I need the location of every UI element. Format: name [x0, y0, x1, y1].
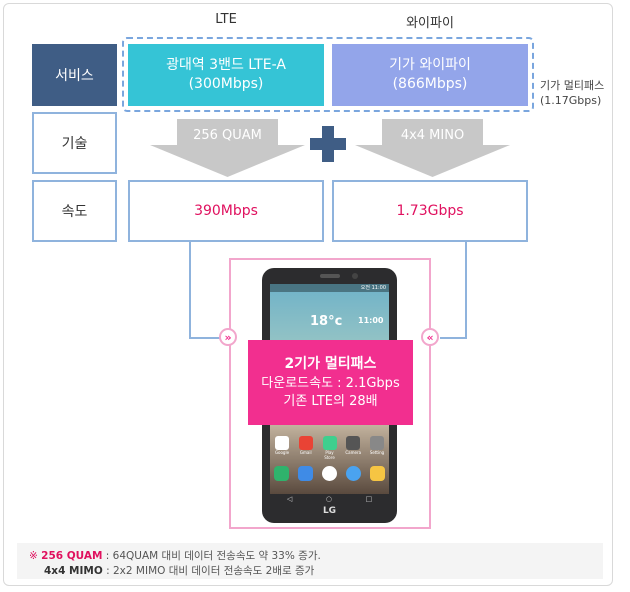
app-row: Google Gmail Play Store Camera Setting — [274, 436, 385, 460]
back-icon[interactable]: ◁ — [286, 495, 293, 503]
multipath-badge: 2기가 멀티패스 다운로드속도 : 2.1Gbps 기존 LTE의 28배 — [248, 340, 413, 425]
app-icon-google[interactable]: Google — [274, 436, 290, 460]
weather-temp: 18°c — [310, 314, 343, 329]
recent-apps-icon[interactable]: □ — [365, 495, 373, 503]
footnote-text-4x4-mimo: : 2x2 MIMO 대비 데이터 전송속도 2배로 증가 — [102, 565, 315, 577]
row-label-speed: 속도 — [32, 180, 117, 242]
front-camera — [352, 273, 358, 279]
badge-title: 2기가 멀티패스 — [284, 355, 377, 372]
footnote-term-256-quam: 256 QUAM — [41, 550, 103, 562]
home-icon[interactable]: ○ — [325, 495, 332, 503]
row-label-service: 서비스 — [32, 44, 117, 106]
dock-row — [274, 466, 385, 481]
double-chevron-right-icon: » — [219, 328, 237, 346]
phone-app-icon[interactable] — [274, 466, 289, 481]
plus-icon — [310, 126, 346, 162]
brand-logo: LG — [322, 506, 337, 516]
service-box-lte: 광대역 3밴드 LTE-A (300Mbps) — [128, 44, 324, 106]
status-bar: 오전 11:00 — [270, 284, 389, 292]
tech-label-wifi: 4x4 MINO — [400, 128, 465, 143]
badge-download-speed: 다운로드속도 : 2.1Gbps — [261, 375, 400, 391]
footnote-line-2: 4x4 MIMO : 2x2 MIMO 대비 데이터 전송속도 2배로 증가 — [29, 564, 593, 579]
nav-bar: ◁ ○ □ — [270, 494, 389, 504]
tech-label-lte: 256 QUAM — [193, 128, 262, 143]
tech-arrow-lte — [150, 119, 305, 177]
clock-widget: 11:00 — [358, 316, 384, 325]
service-lte-name: 광대역 3밴드 LTE-A — [166, 57, 286, 73]
row-label-tech: 기술 — [32, 112, 117, 174]
messages-app-icon[interactable] — [370, 466, 385, 481]
service-box-wifi: 기가 와이파이 (866Mbps) — [332, 44, 528, 106]
footnote-text-256-quam: : 64QUAM 대비 데이터 전송속도 약 33% 증가. — [102, 550, 321, 562]
speed-box-lte: 390Mbps — [128, 180, 324, 242]
badge-comparison: 기존 LTE의 28배 — [283, 393, 378, 409]
speaker-grille — [320, 274, 340, 278]
service-wifi-name: 기가 와이파이 — [389, 57, 471, 73]
app-drawer-icon[interactable] — [322, 466, 337, 481]
app-icon-play-store[interactable]: Play Store — [322, 436, 338, 460]
contacts-app-icon[interactable] — [298, 466, 313, 481]
service-wifi-speed: (866Mbps) — [392, 76, 468, 92]
footnote-term-4x4-mimo: 4x4 MIMO — [44, 565, 103, 577]
multipath-note-speed: (1.17Gbps) — [540, 94, 602, 107]
footnote: ※ 256 QUAM : 64QUAM 대비 데이터 전송속도 약 33% 증가… — [17, 543, 603, 579]
column-header-lte: LTE — [215, 12, 237, 27]
tech-arrow-wifi — [355, 119, 510, 177]
multipath-group-outline — [122, 37, 534, 112]
service-lte-speed: (300Mbps) — [188, 76, 264, 92]
multipath-note-title: 기가 멀티패스 — [540, 79, 605, 92]
speed-box-wifi: 1.73Gbps — [332, 180, 528, 242]
footnote-line-1: ※ 256 QUAM : 64QUAM 대비 데이터 전송속도 약 33% 증가… — [29, 549, 593, 564]
app-icon-gmail[interactable]: Gmail — [298, 436, 314, 460]
app-icon-camera[interactable]: Camera — [345, 436, 361, 460]
column-header-wifi: 와이파이 — [406, 16, 454, 31]
multipath-side-note: 기가 멀티패스 (1.17Gbps) — [540, 78, 620, 108]
app-icon-setting[interactable]: Setting — [369, 436, 385, 460]
footnote-mark: ※ — [29, 550, 38, 562]
browser-app-icon[interactable] — [346, 466, 361, 481]
double-chevron-left-icon: « — [421, 328, 439, 346]
